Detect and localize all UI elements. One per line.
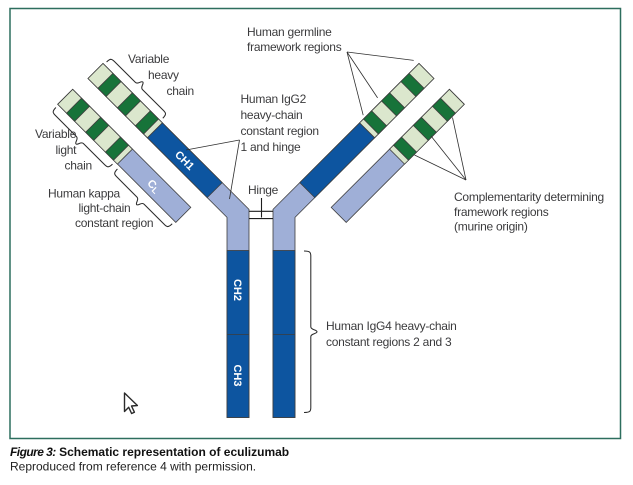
svg-text:constant region: constant region	[241, 124, 319, 138]
svg-text:Variable: Variable	[35, 127, 77, 141]
svg-text:Human IgG2: Human IgG2	[241, 92, 307, 106]
svg-text:framework regions: framework regions	[247, 40, 342, 54]
svg-text:(murine origin): (murine origin)	[454, 220, 528, 234]
svg-text:light-chain: light-chain	[79, 201, 131, 215]
svg-text:Human germline: Human germline	[247, 25, 332, 39]
svg-text:Human kappa: Human kappa	[48, 187, 121, 201]
svg-text:constant regions 2 and 3: constant regions 2 and 3	[326, 335, 452, 349]
svg-text:heavy: heavy	[148, 68, 179, 82]
svg-text:framework regions: framework regions	[454, 205, 549, 219]
svg-text:Hinge: Hinge	[248, 183, 279, 197]
svg-text:constant region: constant region	[75, 216, 153, 230]
svg-text:1 and hinge: 1 and hinge	[241, 140, 302, 154]
svg-text:heavy-chain: heavy-chain	[241, 108, 303, 122]
svg-text:CH2: CH2	[231, 279, 243, 301]
svg-text:Variable: Variable	[128, 52, 170, 66]
svg-text:chain: chain	[167, 84, 194, 98]
svg-text:chain: chain	[65, 159, 92, 173]
svg-text:light: light	[56, 143, 78, 157]
svg-text:CH3: CH3	[231, 364, 243, 386]
svg-text:Figure 3: Schematic representa: Figure 3: Schematic representation of ec…	[10, 445, 289, 459]
svg-text:Reproduced from reference 4 wi: Reproduced from reference 4 with permiss…	[10, 460, 256, 474]
svg-text:Complementarity determining: Complementarity determining	[454, 190, 604, 204]
svg-text:Human IgG4 heavy-chain: Human IgG4 heavy-chain	[326, 319, 457, 333]
